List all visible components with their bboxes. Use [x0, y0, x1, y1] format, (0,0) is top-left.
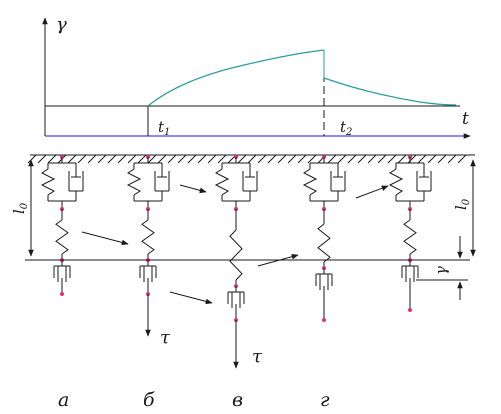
spring-icon	[302, 168, 318, 196]
dashpot-icon	[401, 260, 419, 312]
hatch-line	[77, 154, 87, 164]
kelvin-voigt-unit	[388, 157, 432, 211]
hatch-line	[177, 154, 187, 164]
hatching	[27, 154, 467, 164]
dashpot-icon	[242, 171, 258, 192]
spring-icon	[388, 168, 404, 196]
caption-b: б	[143, 389, 155, 411]
spring-icon	[403, 214, 417, 262]
hatch-line	[347, 154, 357, 164]
t1-label: t1	[158, 118, 170, 138]
spring-icon	[141, 214, 155, 262]
arrow-b-to-v-bottom	[169, 291, 213, 305]
hatch-line	[37, 154, 47, 164]
hatch-line	[427, 154, 437, 164]
dashpot-icon	[139, 260, 157, 296]
hatch-line	[47, 154, 57, 164]
fixed-support	[27, 154, 475, 164]
rheological-models	[40, 155, 432, 369]
spring-icon	[126, 168, 142, 196]
kelvin-voigt-unit	[302, 157, 346, 211]
gamma-marker-label: γ	[432, 266, 450, 275]
spring-icon	[55, 214, 69, 262]
caption-a: а	[58, 389, 69, 411]
hatch-line	[127, 154, 137, 164]
dashpot-icon	[227, 286, 245, 322]
joint-node	[60, 292, 64, 296]
hatch-line	[387, 154, 397, 164]
hatch-line	[267, 154, 277, 164]
dashpot-icon	[53, 260, 71, 296]
stress-label-b: τ	[160, 327, 171, 348]
hatch-line	[367, 154, 377, 164]
hatch-line	[277, 154, 287, 164]
hatch-line	[287, 154, 297, 164]
hatch-line	[107, 154, 117, 164]
hatch-line	[337, 154, 347, 164]
model-a	[40, 155, 84, 296]
hatch-line	[307, 154, 317, 164]
hatch-line	[247, 154, 257, 164]
dashpot-icon	[315, 268, 333, 322]
hatch-line	[87, 154, 97, 164]
hatch-line	[457, 154, 467, 164]
spring-icon	[317, 218, 331, 270]
kelvin-voigt-unit	[126, 157, 170, 211]
caption-g: г	[320, 389, 330, 411]
model-d	[388, 155, 432, 312]
hatch-line	[187, 154, 197, 164]
hatch-line	[217, 154, 227, 164]
hatch-line	[27, 154, 37, 164]
kelvin-voigt-unit	[214, 157, 258, 211]
arrow-g-to-d	[355, 185, 389, 199]
hatch-line	[407, 154, 417, 164]
x-axis-label: t	[462, 109, 469, 129]
hatch-line	[327, 154, 337, 164]
model-g	[302, 155, 346, 322]
spring-icon	[40, 168, 56, 196]
y-axis-label: γ	[56, 14, 67, 35]
hatch-line	[237, 154, 247, 164]
recovery-curve	[323, 77, 457, 106]
arrow-v-to-g	[257, 253, 299, 267]
dimension-lines	[25, 159, 476, 300]
hatch-line	[257, 154, 267, 164]
hatch-line	[377, 154, 387, 164]
hatch-line	[167, 154, 177, 164]
spring-icon	[229, 224, 243, 288]
joint-node	[408, 308, 412, 312]
caption-v: в	[232, 389, 243, 411]
strain-time-graph	[42, 17, 471, 139]
arrow-b-to-v-top	[179, 184, 207, 194]
stress-label-v: τ	[252, 346, 263, 367]
l0-left-label: l0	[10, 202, 30, 214]
hatch-line	[397, 154, 407, 164]
hatch-line	[137, 154, 147, 164]
hatch-line	[437, 154, 447, 164]
arrow-a-to-b	[81, 231, 129, 246]
hatch-line	[197, 154, 207, 164]
joint-node	[322, 318, 326, 322]
spring-icon	[214, 168, 230, 196]
hatch-line	[297, 154, 307, 164]
kelvin-voigt-unit	[40, 157, 84, 211]
transition-arrows	[81, 184, 389, 305]
hatch-line	[357, 154, 367, 164]
loading-curve	[147, 49, 325, 107]
hatch-line	[207, 154, 217, 164]
hatch-line	[147, 154, 157, 164]
hatch-line	[67, 154, 77, 164]
hatch-line	[117, 154, 127, 164]
model-b	[126, 155, 170, 337]
hatch-line	[417, 154, 427, 164]
hatch-line	[157, 154, 167, 164]
hatch-line	[97, 154, 107, 164]
hatch-line	[447, 154, 457, 164]
l0-right-label: l0	[452, 198, 472, 210]
model-v	[214, 155, 258, 369]
t2-label: t2	[340, 118, 352, 138]
